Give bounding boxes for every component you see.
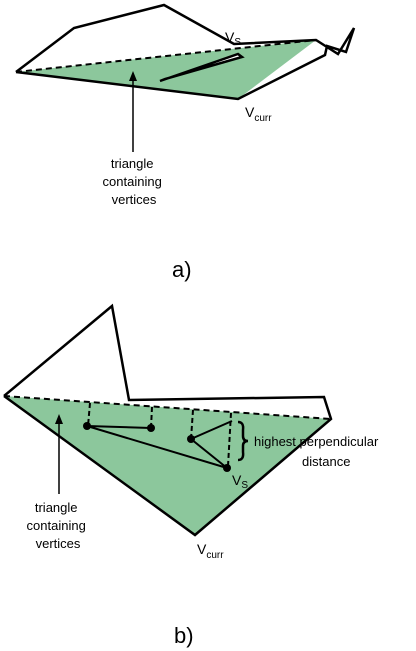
panel-a: VS Vcurr triangle containing vertices a) [15,3,356,282]
containing-triangle-b [4,396,331,535]
polygon-outline-a [15,3,356,101]
spike-a [159,52,245,83]
panel-label-b: b) [174,623,194,648]
vertex-dot-3 [187,435,195,443]
panel-b: highest perpendicular distance VS Vcurr … [3,303,382,648]
dashed-base-b [3,395,332,420]
perpendicular-3 [190,409,194,440]
distance-annotation: highest perpendicular distance [254,434,382,469]
panel-label-a: a) [172,257,192,282]
perpendicular-1 [87,402,91,427]
callout-text-a: triangle containing vertices [103,156,166,207]
distance-brace [237,420,249,462]
vertex-curr-label-b: Vcurr [197,541,224,561]
vertex-s-label-a: VS [225,29,241,48]
vertex-dot-vs [223,464,231,472]
dashed-base-a [15,39,317,73]
vertex-dot-1 [83,422,91,430]
vertex-s-label-b: VS [232,472,248,491]
callout-text-b: triangle containing vertices [27,500,90,551]
vertex-dot-2 [147,424,155,432]
polygon-outline-b [3,303,333,537]
vertex-curr-label-a: Vcurr [245,104,272,124]
